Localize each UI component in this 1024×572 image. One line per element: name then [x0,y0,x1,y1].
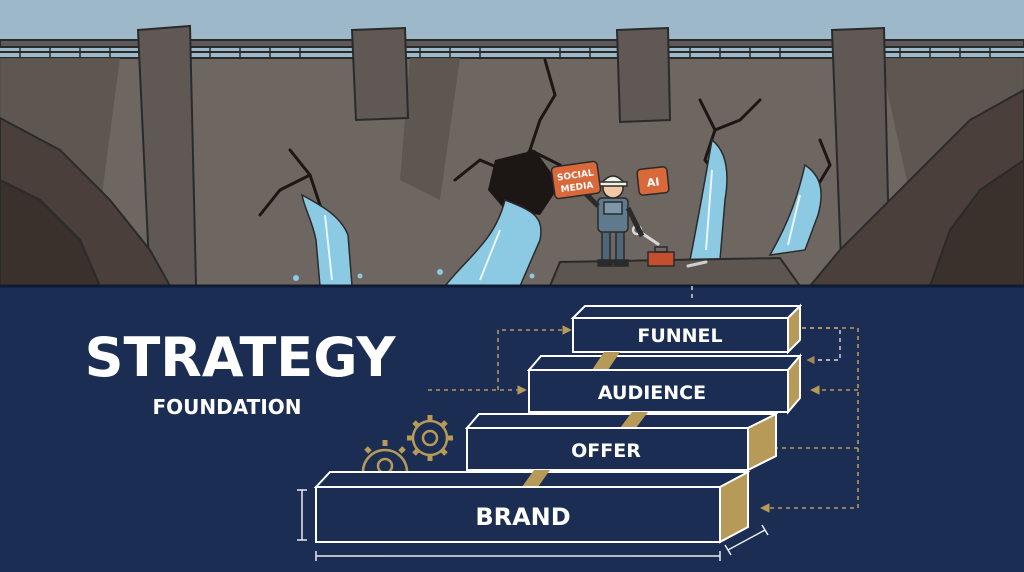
step-brand: BRAND [313,470,751,544]
toolbox-icon [647,246,675,267]
rock-right [807,88,1024,287]
gear-icon-small [361,440,409,475]
step-offer: OFFER [464,412,779,472]
ledge [548,256,802,287]
water-highlights [324,169,801,281]
social-media-badge-line2: MEDIA [560,181,594,195]
dam-scene: SOCIAL MEDIA AI [0,0,1024,287]
heading-title: STRATEGY [85,326,397,389]
step-brand-label: BRAND [475,503,570,531]
rock-left [0,116,172,287]
dam-breach [488,150,560,215]
ai-badge: AI [636,166,670,196]
step-funnel: FUNNEL [570,303,803,355]
dam-pillars [136,24,892,287]
water-splash [293,269,535,281]
worker-figure [584,175,645,267]
dimension-lines [297,489,769,561]
strategy-heading: STRATEGY FOUNDATION [85,326,397,419]
ai-badge-label: AI [646,175,660,189]
gear-icon [407,415,453,461]
step-audience-label: AUDIENCE [598,382,706,404]
step-funnel-label: FUNNEL [637,325,722,347]
social-media-badge: SOCIAL MEDIA [550,160,602,200]
step-offer-label: OFFER [571,440,641,462]
step-audience: AUDIENCE [526,352,803,415]
connectors-left [428,325,572,395]
heading-subtitle: FOUNDATION [153,395,302,419]
